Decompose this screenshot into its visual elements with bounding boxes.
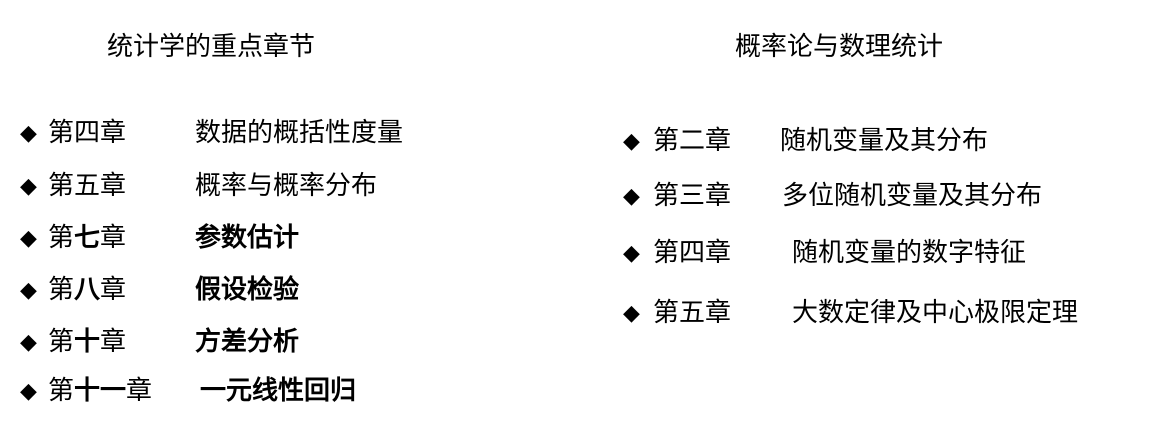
chapter-suffix: 章 (100, 170, 127, 200)
chapter-suffix: 章 (100, 222, 127, 252)
diamond-bullet-icon: ◆ (20, 173, 37, 198)
chapter-number: 七 (74, 222, 101, 252)
chapter-number: 五 (74, 170, 101, 200)
chapter-number: 十 (74, 326, 101, 356)
chapter-label: 第十一章 (48, 375, 152, 405)
chapter-title: 概率与概率分布 (195, 170, 378, 200)
diamond-bullet-icon: ◆ (623, 300, 640, 325)
chapter-label: 第三章 (653, 180, 732, 210)
chapter-prefix: 第 (48, 326, 75, 356)
chapter-prefix: 第 (48, 222, 75, 252)
chapter-prefix: 第 (48, 170, 75, 200)
chapter-label: 第四章 (48, 117, 126, 147)
chapter-title: 大数定律及中心极限定理 (792, 297, 1079, 327)
chapter-suffix: 章 (100, 274, 127, 304)
chapter-title: 数据的概括性度量 (195, 117, 404, 147)
right-section-title: 概率论与数理统计 (735, 31, 944, 61)
chapter-label: 第五章 (653, 297, 732, 327)
diamond-bullet-icon: ◆ (20, 120, 37, 145)
chapter-title: 一元线性回归 (200, 375, 357, 405)
chapter-suffix: 章 (100, 326, 127, 356)
chapter-title: 随机变量及其分布 (780, 125, 989, 155)
chapter-prefix: 第 (48, 274, 75, 304)
diamond-bullet-icon: ◆ (623, 128, 640, 153)
chapter-number: 四 (74, 117, 101, 147)
diamond-bullet-icon: ◆ (20, 329, 37, 354)
chapter-label: 第五章 (48, 170, 126, 200)
chapter-prefix: 第 (48, 117, 75, 147)
diamond-bullet-icon: ◆ (20, 378, 37, 403)
chapter-title: 方差分析 (195, 326, 300, 356)
diamond-bullet-icon: ◆ (20, 225, 37, 250)
chapter-label: 第二章 (653, 125, 732, 155)
chapter-label: 第十章 (48, 326, 126, 356)
chapter-title: 随机变量的数字特征 (792, 237, 1027, 267)
chapter-suffix: 章 (100, 117, 127, 147)
chapter-prefix: 第 (48, 375, 75, 405)
left-section-title: 统计学的重点章节 (107, 31, 316, 61)
chapter-label: 第八章 (48, 274, 126, 304)
chapter-label: 第四章 (653, 237, 732, 267)
chapter-number: 八 (74, 274, 101, 304)
chapter-title: 多位随机变量及其分布 (782, 180, 1043, 210)
diamond-bullet-icon: ◆ (623, 240, 640, 265)
chapter-title: 参数估计 (195, 222, 300, 252)
diamond-bullet-icon: ◆ (20, 277, 37, 302)
diamond-bullet-icon: ◆ (623, 183, 640, 208)
chapter-suffix: 章 (126, 375, 153, 405)
chapter-label: 第七章 (48, 222, 126, 252)
chapter-number: 十一 (74, 375, 127, 405)
chapter-title: 假设检验 (195, 274, 300, 304)
